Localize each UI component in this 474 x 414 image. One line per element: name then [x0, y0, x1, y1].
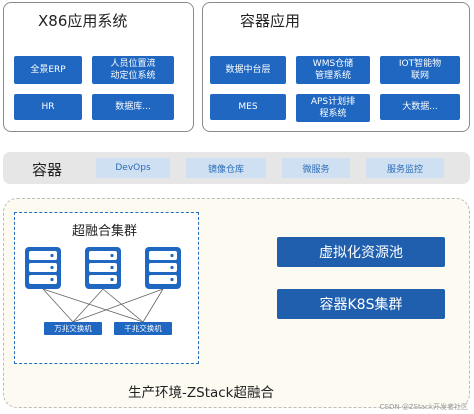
container-apps-title: 容器应用: [240, 12, 301, 30]
container-pill-devops: DevOps: [96, 158, 170, 178]
container-pill-microservice: 微服务: [282, 158, 350, 178]
watermark: CSDN @ZStack开发者社区: [379, 403, 468, 411]
x86-tile-erp: 全景ERP: [14, 56, 82, 84]
apps-tile-mes: MES: [210, 94, 286, 120]
cluster-title: 超融合集群: [72, 224, 138, 239]
production-footer: 生产环境-ZStack超融合: [128, 385, 274, 401]
x86-tile-hr: HR: [14, 94, 82, 120]
container-pill-image-repo: 镜像仓库: [186, 158, 266, 178]
container-k8s-cluster: 容器K8S集群: [277, 289, 445, 319]
apps-tile-wms: WMS仓储 管理系统: [296, 56, 370, 84]
container-pill-monitoring: 服务监控: [366, 158, 444, 178]
apps-tile-bigdata: 大数据...: [380, 94, 460, 120]
apps-tile-data-platform: 数据中台层: [210, 56, 286, 84]
x86-title: X86应用系统: [38, 12, 128, 30]
x86-tile-database: 数据库...: [92, 94, 174, 120]
x86-tile-location: 人员位置流 动定位系统: [92, 56, 174, 84]
switch-10g: 万兆交换机: [44, 322, 102, 335]
apps-tile-iot: IOT智能物 联网: [380, 56, 460, 84]
virtualization-resource-pool: 虚拟化资源池: [277, 237, 445, 267]
container-title: 容器: [32, 161, 63, 179]
switch-1g: 千兆交换机: [114, 322, 172, 335]
apps-tile-aps: APS计划排 程系统: [296, 94, 370, 122]
